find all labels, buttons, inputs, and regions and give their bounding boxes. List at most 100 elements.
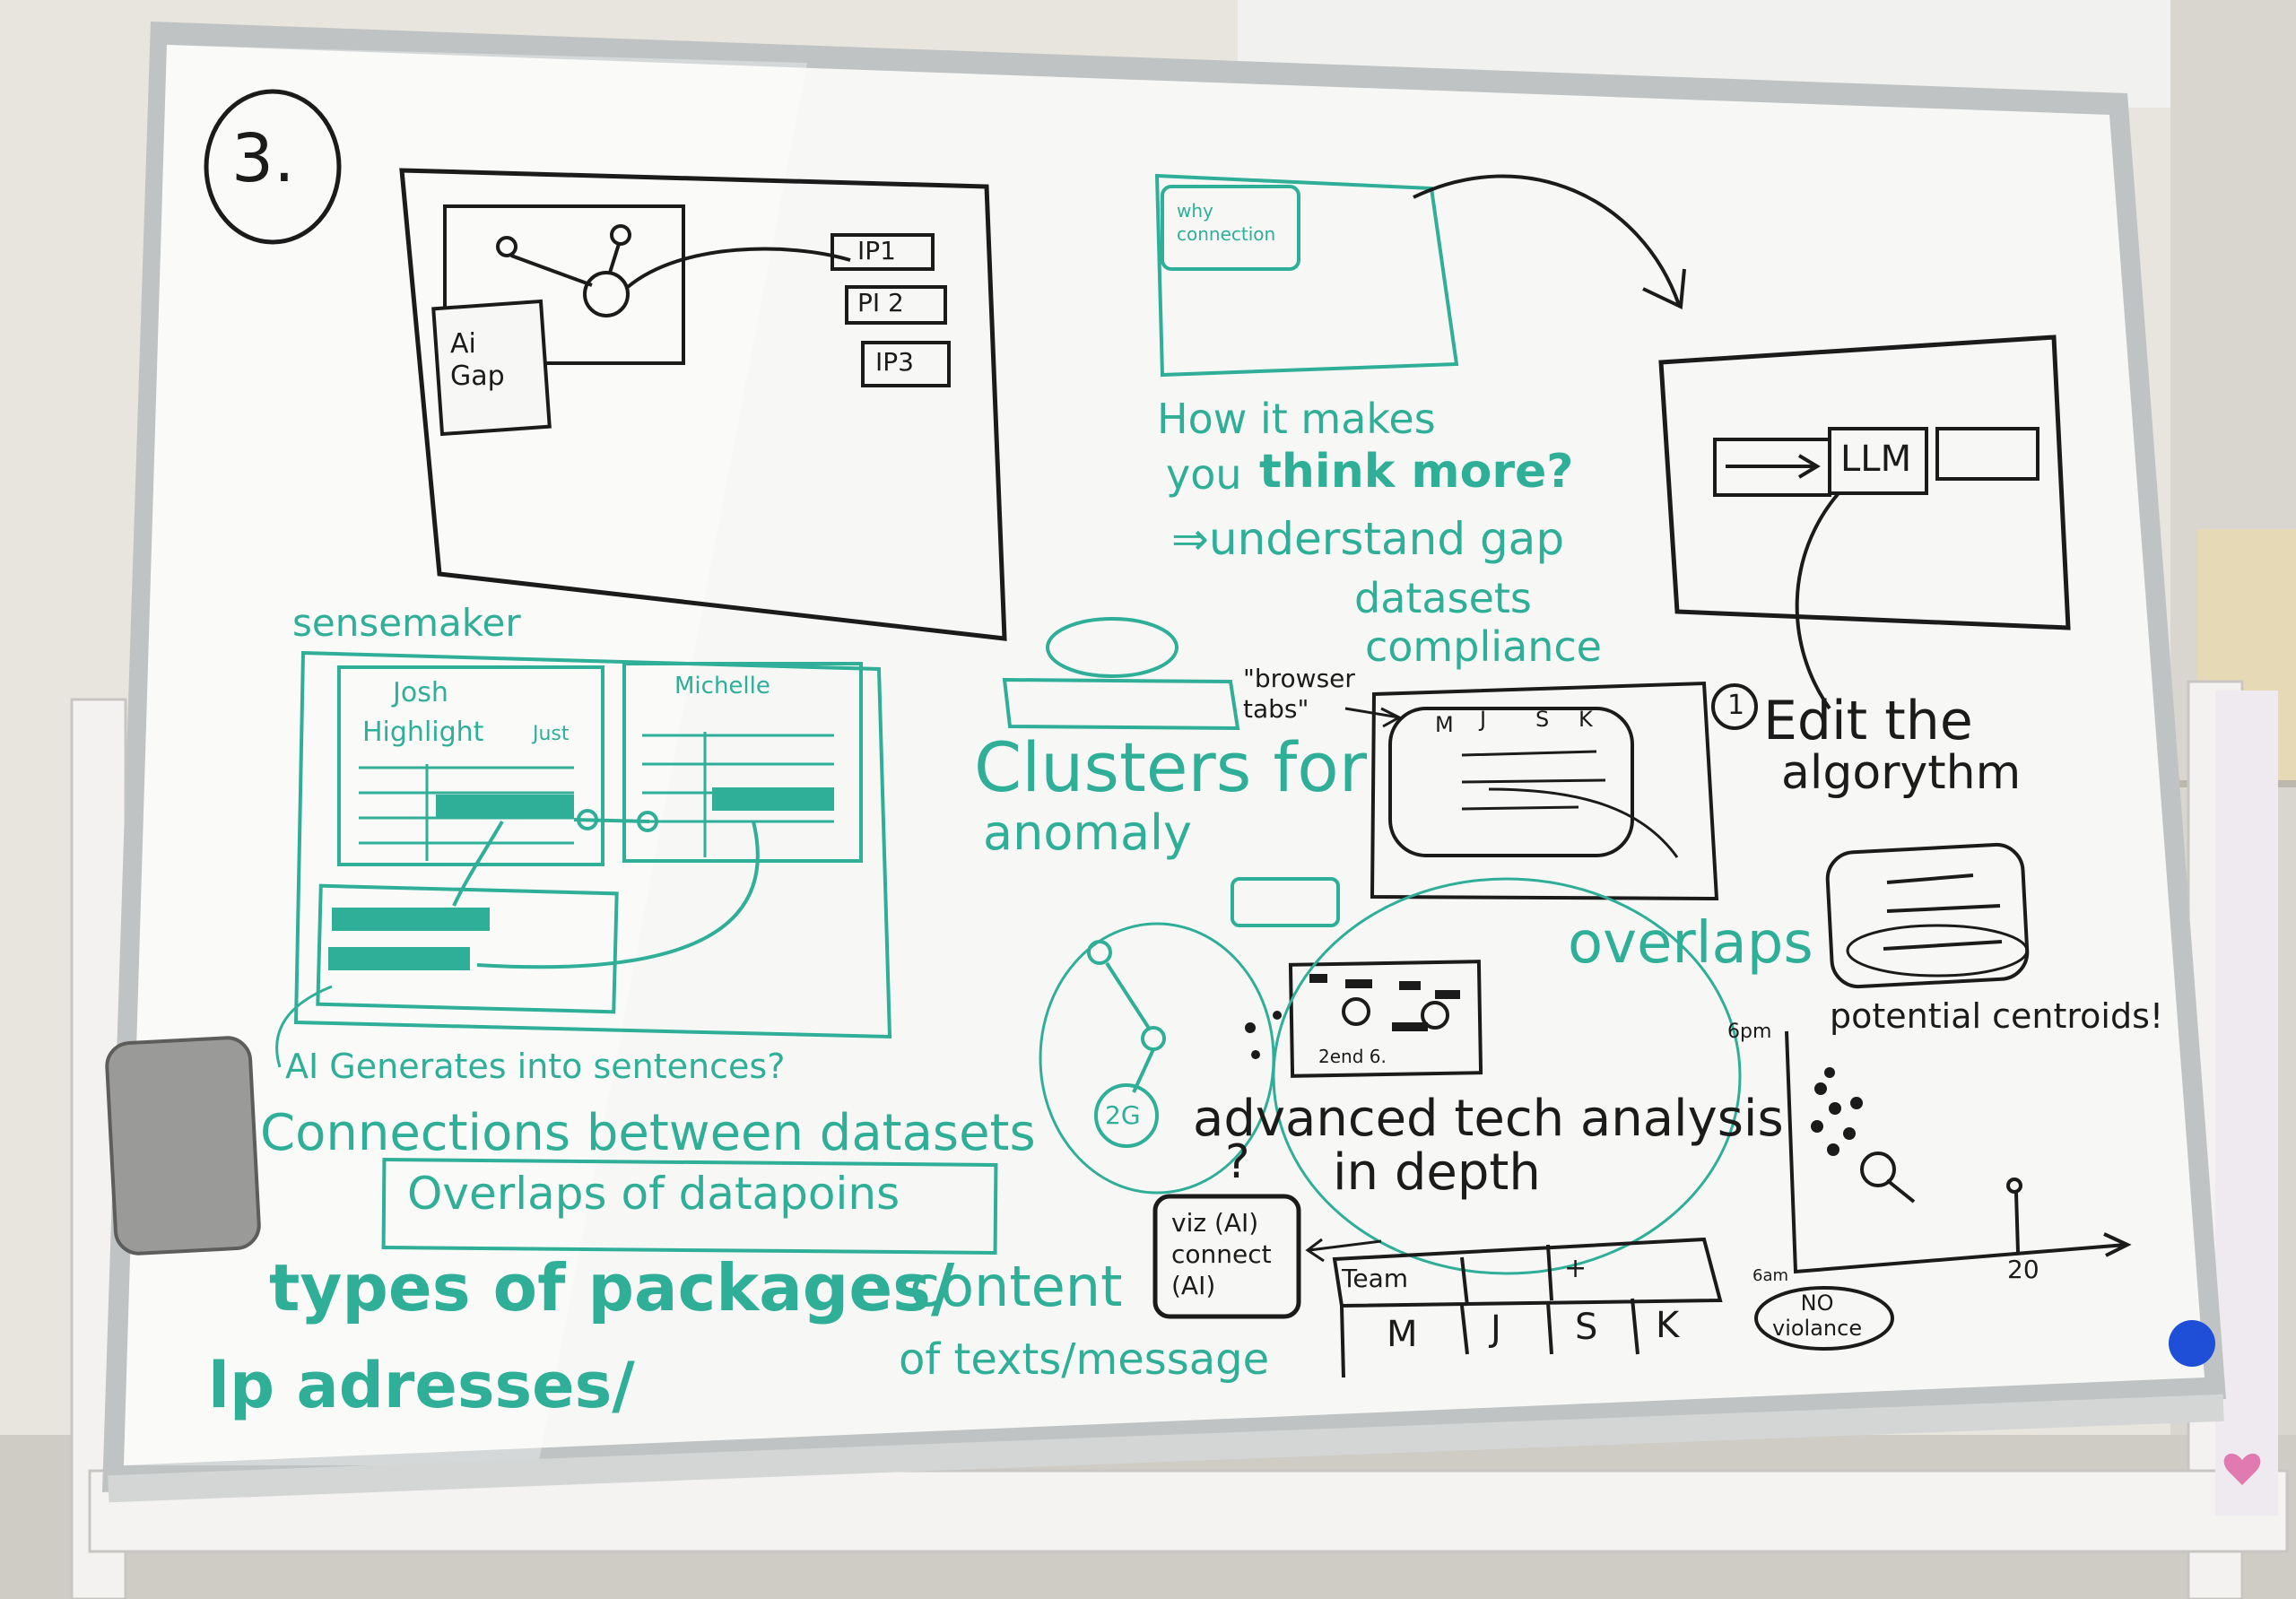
josh-highlight bbox=[436, 795, 574, 818]
tab-j: J bbox=[1480, 707, 1487, 732]
llm-step-1-arrow bbox=[1726, 454, 1821, 479]
centroid-list-highlight bbox=[1846, 924, 2029, 978]
section-circle bbox=[204, 89, 342, 245]
just-label: Just bbox=[533, 723, 570, 745]
overlap-circle-right bbox=[1272, 877, 1742, 1275]
browser-tabs-arrow bbox=[1344, 707, 1403, 728]
advanced-line-2: in depth bbox=[1333, 1143, 1541, 1202]
clusters-line-2: anomaly bbox=[983, 804, 1193, 861]
question-line-1: How it makes bbox=[1157, 395, 1436, 443]
scatter-point-4 bbox=[1843, 1127, 1856, 1140]
ip1-box bbox=[831, 233, 935, 271]
josh-panel bbox=[337, 665, 604, 866]
zoom-dot-3 bbox=[1399, 981, 1421, 990]
question-line-2b: think more? bbox=[1259, 445, 1574, 499]
no-violance-label: NO violance bbox=[1772, 1290, 1863, 1341]
scatter-point-3 bbox=[1811, 1120, 1823, 1133]
ai-gap-box bbox=[431, 299, 552, 437]
overlaps-box bbox=[381, 1158, 998, 1255]
team-label: Team bbox=[1342, 1264, 1409, 1293]
ip-link-arrow bbox=[626, 247, 851, 289]
scatter-dot-a bbox=[1245, 1022, 1256, 1033]
michelle-highlight bbox=[712, 787, 834, 811]
llm-label: LLM bbox=[1840, 439, 1912, 480]
member-s: S bbox=[1575, 1307, 1598, 1348]
llm-step-2 bbox=[1828, 427, 1928, 495]
why-frame bbox=[1154, 173, 1459, 378]
compliance-note: compliance bbox=[1365, 622, 1602, 671]
board-glare bbox=[124, 45, 807, 1465]
josh-to-summary-arrow bbox=[452, 820, 504, 907]
scatter-outlier bbox=[2006, 1178, 2022, 1194]
scatter-point-1 bbox=[1814, 1082, 1827, 1095]
section-number: 3. bbox=[231, 120, 295, 197]
zoom-dot-1 bbox=[1309, 974, 1327, 983]
tab-m: M bbox=[1435, 712, 1454, 737]
advanced-line-1: advanced tech analysis bbox=[1193, 1090, 1784, 1148]
eraser bbox=[105, 1036, 261, 1256]
link-node-a bbox=[577, 809, 598, 830]
link-node-b bbox=[637, 811, 658, 832]
llm-to-edit-arrow bbox=[1795, 491, 1840, 710]
tab-s: S bbox=[1535, 707, 1550, 732]
edit-line-1: Edit the bbox=[1763, 690, 1973, 752]
ai-generates-note: AI Generates into sentences? bbox=[285, 1047, 786, 1086]
why-to-llm-arrow bbox=[1413, 174, 1686, 310]
node-a bbox=[496, 236, 517, 257]
connections-note: Connections between datasets bbox=[260, 1104, 1036, 1162]
member-m: M bbox=[1387, 1314, 1418, 1355]
member-j: J bbox=[1491, 1308, 1501, 1350]
ip3-box bbox=[861, 341, 951, 387]
datasets-note: datasets bbox=[1354, 574, 1532, 622]
llm-step-3 bbox=[1935, 427, 2039, 481]
potential-centroids-label: potential centroids! bbox=[1830, 996, 2164, 1036]
tab-k: K bbox=[1578, 707, 1593, 732]
josh-name: Josh bbox=[393, 677, 448, 708]
zoom-focus-1 bbox=[1342, 997, 1370, 1026]
node-links bbox=[510, 243, 621, 287]
stand-right-post bbox=[2215, 691, 2278, 1516]
scatter-y-top: 6pm bbox=[1727, 1021, 1772, 1043]
zoom-dot-5 bbox=[1392, 1022, 1428, 1031]
zoom-focus-2 bbox=[1421, 1001, 1449, 1030]
types-of-packages: types of packages/ bbox=[269, 1250, 955, 1325]
edit-line-2: algorythm bbox=[1781, 746, 2022, 800]
ip2-box bbox=[845, 285, 947, 325]
node-c bbox=[583, 271, 630, 317]
edit-number-circle bbox=[1711, 683, 1758, 730]
llm-frame bbox=[1658, 335, 2071, 630]
overlaps-datapoints: Overlaps of datapoins bbox=[407, 1168, 900, 1220]
zoom-label: 2end 6. bbox=[1318, 1046, 1387, 1067]
team-plus: + bbox=[1564, 1253, 1587, 1284]
michelle-panel bbox=[622, 662, 863, 863]
browser-window bbox=[1388, 707, 1634, 857]
summary-bar-1 bbox=[332, 908, 490, 931]
zoom-dot-2 bbox=[1345, 979, 1372, 988]
inner-canvas bbox=[443, 204, 685, 365]
centroid-list-box bbox=[1825, 842, 2030, 989]
ai-gap-label: Ai Gap bbox=[450, 328, 505, 392]
node-2g-circle bbox=[1094, 1083, 1159, 1148]
clusters-line-1: Clusters for bbox=[974, 727, 1368, 807]
cluster-base bbox=[1002, 677, 1240, 731]
team-table bbox=[1332, 1237, 1723, 1378]
scatter-axes bbox=[1785, 1030, 2132, 1274]
scatter-y-bottom: 6am bbox=[1752, 1266, 1789, 1285]
ip3-label: IP3 bbox=[875, 347, 914, 377]
viz-question: ? bbox=[1225, 1135, 1250, 1189]
browser-inner-arrow bbox=[1488, 787, 1679, 858]
browser-frame bbox=[1370, 681, 1719, 901]
sensemaker-title: sensemaker bbox=[292, 601, 521, 645]
understand-gap: ⇒understand gap bbox=[1171, 513, 1565, 565]
scatter-point-6 bbox=[1850, 1097, 1863, 1109]
ip-adresses-note: lp adresses/ bbox=[208, 1349, 635, 1422]
magnet bbox=[2169, 1320, 2215, 1367]
scatter-outlier-stem bbox=[2014, 1192, 2020, 1253]
zoom-dot-4 bbox=[1435, 990, 1460, 999]
no-violance-oval bbox=[1754, 1286, 1894, 1351]
node-2g-label: 2G bbox=[1105, 1100, 1141, 1130]
summary-bar-2 bbox=[328, 947, 470, 970]
overlaps-label: overlaps bbox=[1568, 910, 1813, 977]
viz-arrow bbox=[1305, 1238, 1382, 1263]
scatter-centroid-tail bbox=[1885, 1178, 1916, 1204]
